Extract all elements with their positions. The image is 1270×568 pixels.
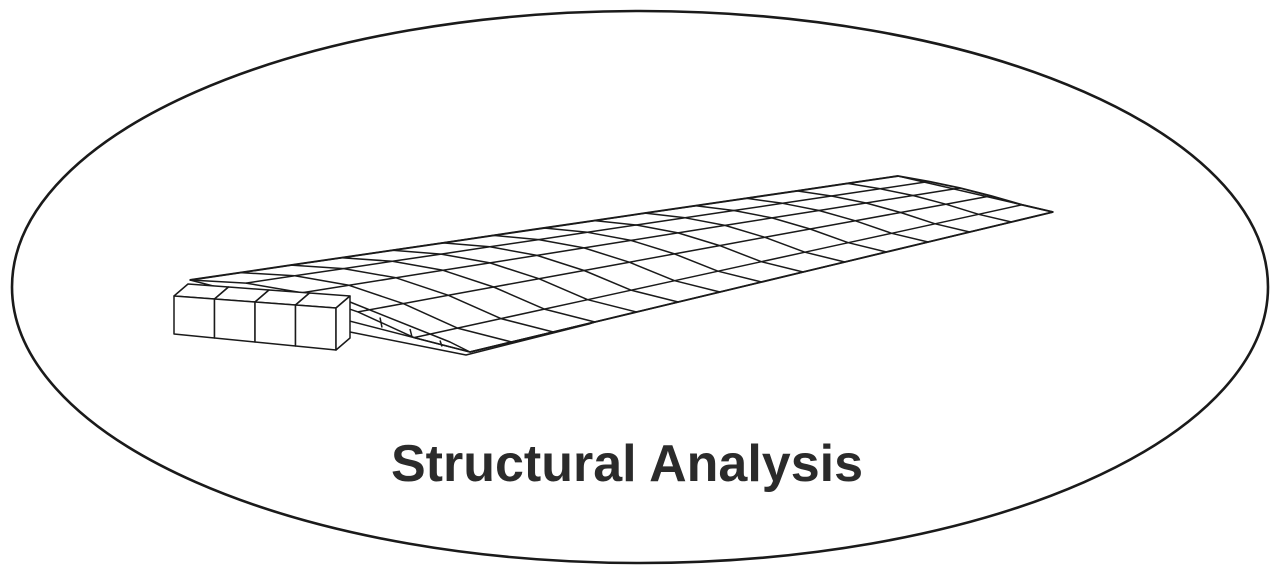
mesh-rib-line bbox=[695, 204, 887, 253]
mesh-rib-line bbox=[392, 249, 637, 313]
badge-ellipse bbox=[10, 9, 1270, 565]
root-box-front-cell bbox=[213, 298, 256, 343]
mesh-rib-line bbox=[240, 271, 512, 343]
root-box-front-cell bbox=[254, 301, 297, 347]
mesh-rib-line bbox=[645, 212, 845, 263]
mesh-rib-line bbox=[796, 190, 970, 233]
root-box-front-cell bbox=[173, 295, 216, 339]
root-box-side-face bbox=[335, 295, 351, 351]
mesh-rib-line bbox=[543, 227, 762, 283]
mesh-rib-line bbox=[291, 264, 554, 333]
mesh-rib-line bbox=[493, 234, 721, 293]
flap-division-line bbox=[409, 328, 413, 338]
root-box-front-cell bbox=[294, 304, 337, 351]
mesh-rib-line bbox=[746, 197, 929, 243]
flap-division-line bbox=[439, 340, 443, 347]
flap-segment bbox=[349, 301, 596, 356]
mesh-rib-line bbox=[341, 256, 596, 323]
mesh-rib-line bbox=[594, 219, 804, 273]
caption-title: Structural Analysis bbox=[391, 435, 863, 493]
mesh-rib-line bbox=[897, 175, 1054, 213]
wing-mesh-illustration bbox=[173, 175, 1054, 356]
flap-division-line bbox=[379, 317, 383, 328]
mesh-rib-line bbox=[847, 182, 1012, 223]
mesh-rib-line bbox=[442, 242, 679, 303]
